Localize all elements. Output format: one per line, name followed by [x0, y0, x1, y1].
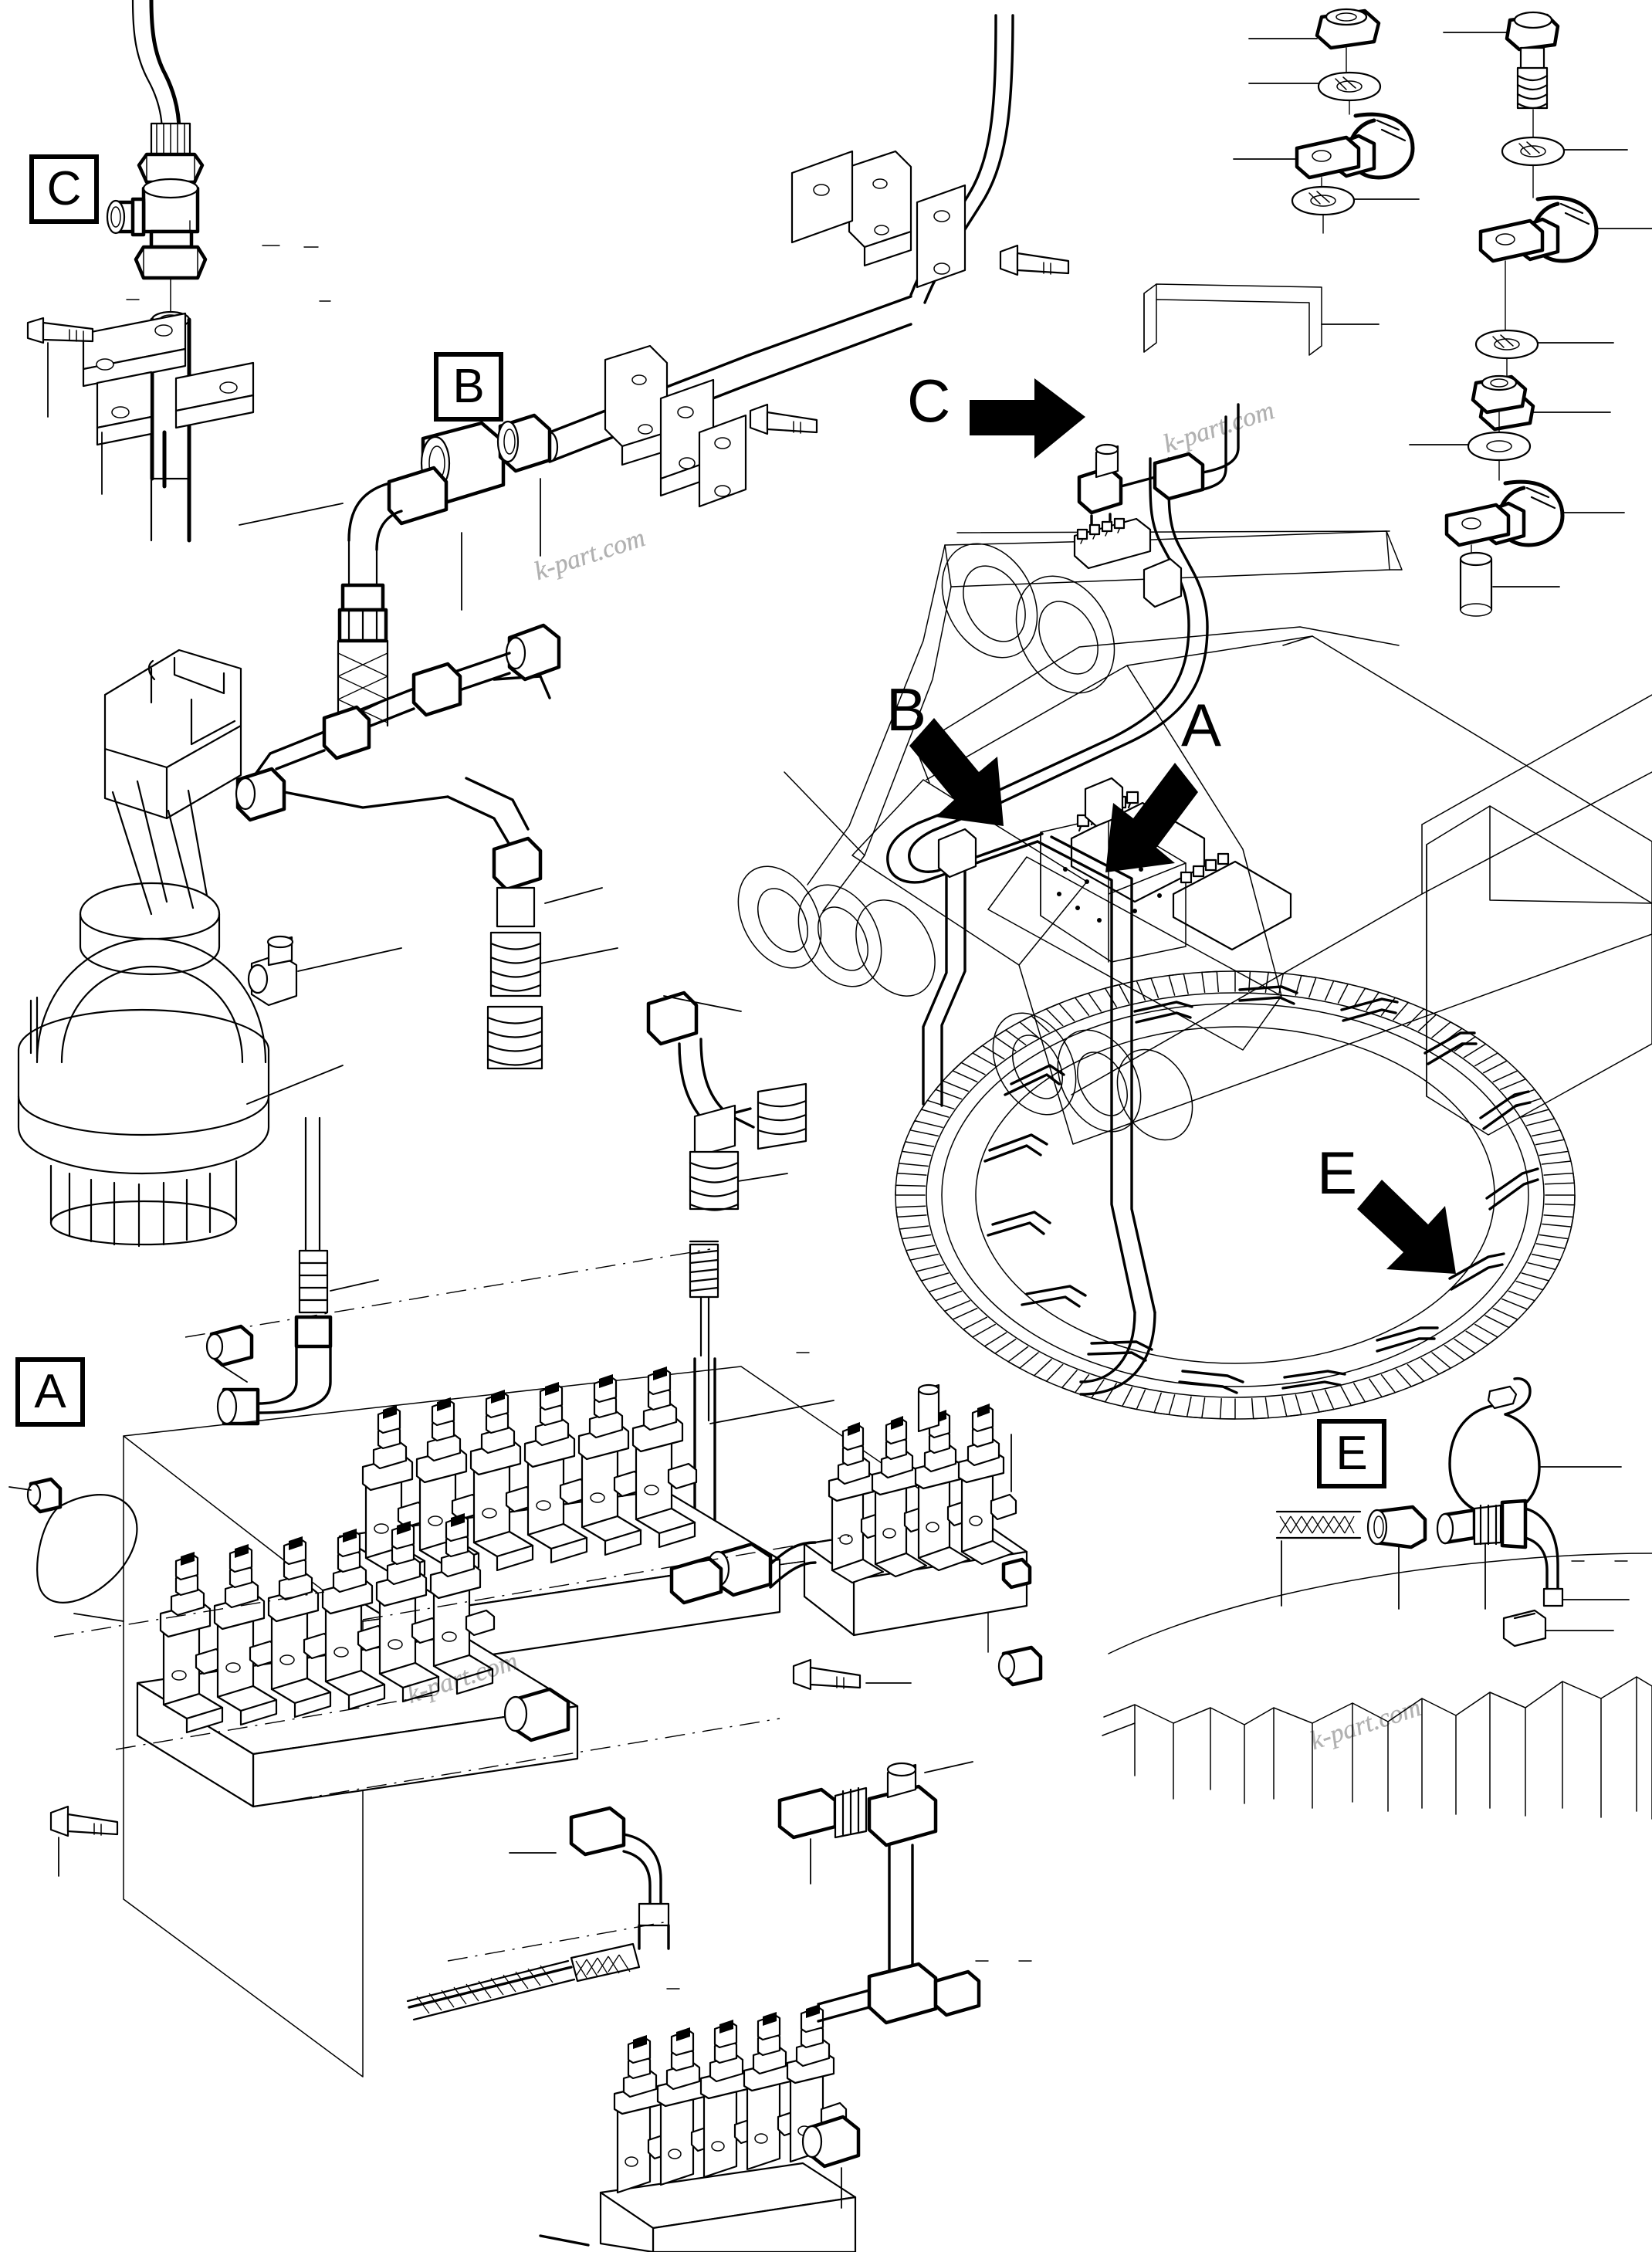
- detail-box-b[interactable]: B: [434, 352, 503, 422]
- callout-label-a: A: [1181, 695, 1221, 755]
- rod-and-fitting-group: [216, 1116, 379, 1426]
- callout-label-b-text: B: [886, 676, 927, 743]
- construction-lines: [53, 1248, 850, 1962]
- detail-b-assembly: [239, 14, 1070, 727]
- detail-box-a-label: A: [34, 1365, 66, 1418]
- track-frame-outline: [1102, 1553, 1652, 1820]
- leader-stubs: [126, 220, 1628, 1990]
- fastener-stack-left: [1233, 8, 1420, 234]
- detail-box-a[interactable]: A: [15, 1357, 85, 1427]
- callout-label-e: E: [1317, 1143, 1357, 1203]
- detail-box-b-label: B: [452, 360, 485, 413]
- callout-label-b: B: [886, 679, 926, 740]
- bottom-tee-fittings: [406, 1761, 981, 2025]
- detail-c-machine-fittings: [1073, 403, 1240, 570]
- fastener-stack-mid-right: [1409, 374, 1625, 617]
- lubrication-pump-assembly: [17, 649, 402, 1248]
- distributor-block-lower: [73, 1513, 579, 1808]
- distributor-block-right: [769, 1383, 1028, 1637]
- middle-tube-network: [235, 623, 807, 1211]
- distributor-block-bottom: [539, 2004, 861, 2252]
- swing-ring-gear: [895, 970, 1576, 1420]
- detail-c-assembly: [26, 0, 255, 543]
- detail-box-c[interactable]: C: [29, 154, 99, 224]
- detail-box-e[interactable]: E: [1317, 1419, 1386, 1488]
- detail-box-c-label: C: [46, 162, 82, 215]
- detail-box-e-label: E: [1335, 1427, 1368, 1480]
- callout-label-a-text: A: [1181, 691, 1222, 759]
- detail-e-hose-kit: [1275, 1377, 1630, 1648]
- angle-bracket: [1143, 283, 1379, 356]
- callout-label-c-text: C: [907, 367, 951, 435]
- callout-label-e-text: E: [1317, 1139, 1358, 1207]
- callout-label-c: C: [907, 371, 950, 431]
- loose-fasteners: [8, 1324, 1043, 1877]
